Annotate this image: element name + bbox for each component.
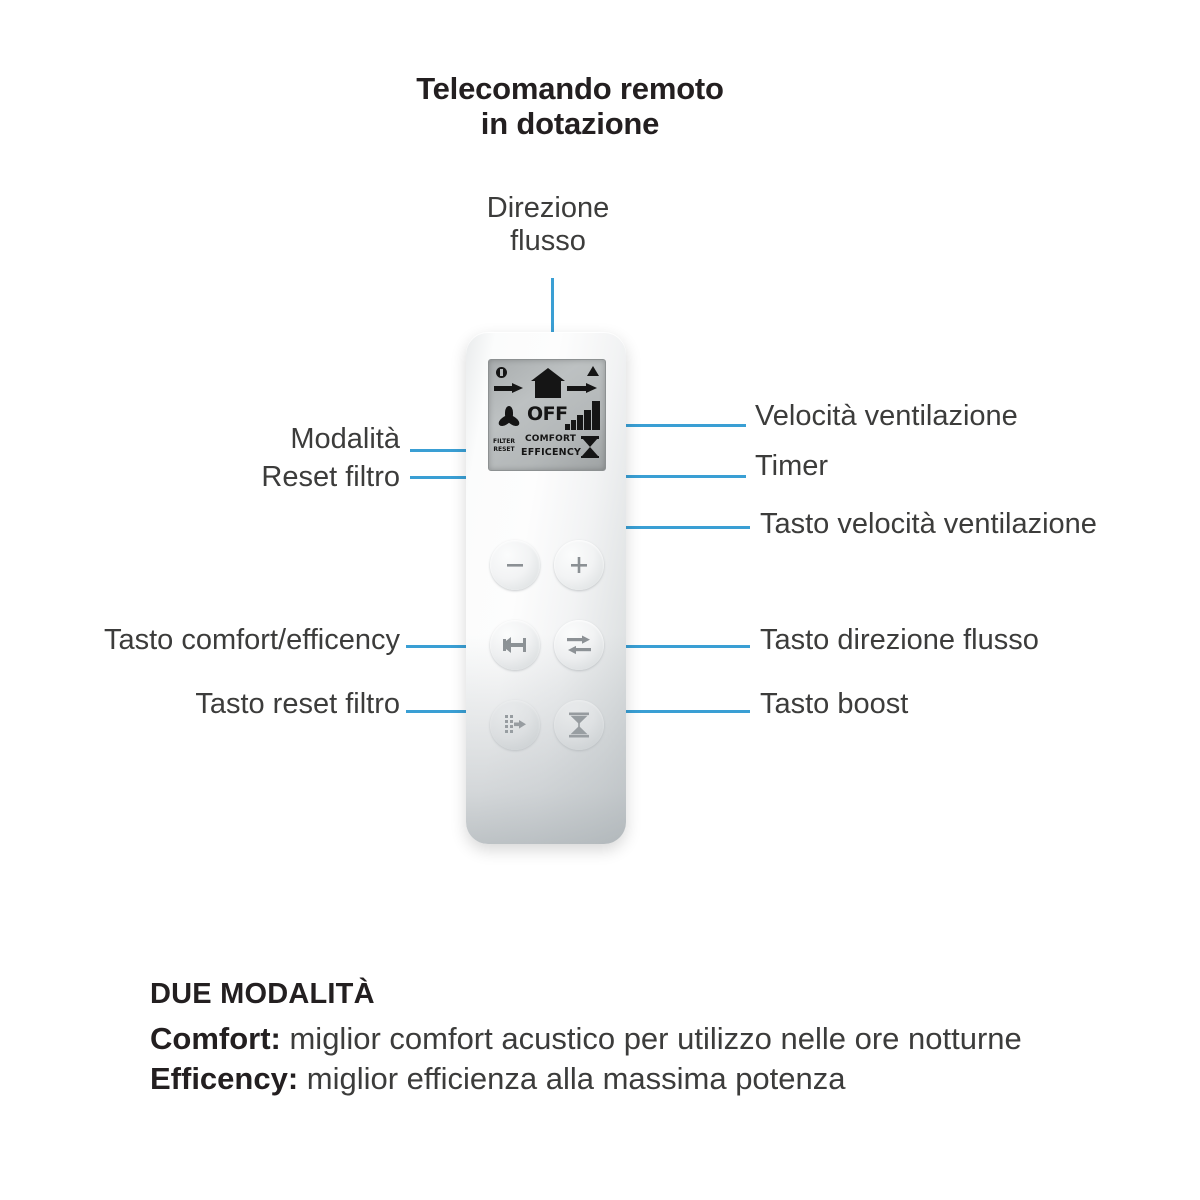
comfort-efficency-icon: [490, 620, 540, 670]
modes-description-block: DUE MODALITÀ Comfort: miglior comfort ac…: [150, 978, 1150, 1098]
callout-label-direzione-flusso: Direzione flusso: [486, 192, 610, 258]
fan-speed-bars-icon: [565, 401, 601, 430]
callout-label-tasto-boost: Tasto boost: [760, 688, 909, 720]
plus-button[interactable]: [554, 540, 604, 590]
comfort-efficency-button[interactable]: [490, 620, 540, 670]
mode-line-comfort: Comfort: miglior comfort acustico per ut…: [150, 1019, 1150, 1059]
connector-tasto-boost: [601, 710, 750, 713]
hourglass-icon: [554, 700, 604, 750]
fan-icon: [495, 404, 523, 430]
lcd-off-text: OFF: [527, 403, 568, 425]
mode-separator-comfort: :: [270, 1021, 290, 1056]
hourglass-icon: [581, 436, 599, 458]
connector-direzione-flusso: [551, 278, 554, 374]
connector-reset-filtro: [410, 476, 515, 479]
minus-icon: [490, 540, 540, 590]
callout-label-velocita-ventilazione: Velocità ventilazione: [755, 400, 1018, 432]
lcd-comfort-text: COMFORT: [525, 434, 577, 444]
callout-label-tasto-reset-filtro: Tasto reset filtro: [195, 688, 400, 720]
callout-label-reset-filtro: Reset filtro: [261, 461, 400, 493]
remote-lcd-display: OFF COMFORT EFFICENCY FILTER RESET: [488, 359, 606, 471]
mode-line-efficency: Efficency: miglior efficienza alla massi…: [150, 1059, 1150, 1099]
clock-dot-icon: [496, 367, 507, 378]
connector-tasto-direzione-flusso: [594, 645, 750, 648]
callout-label-modalita: Modalità: [290, 423, 400, 455]
modes-heading: DUE MODALITÀ: [150, 978, 375, 1010]
two-way-arrows-icon: [554, 620, 604, 670]
callout-label-tasto-velocita-ventilazione: Tasto velocità ventilazione: [760, 508, 1097, 540]
lcd-filter-reset-text: FILTER RESET: [493, 438, 515, 453]
connector-timer: [609, 475, 746, 478]
filter-reset-icon: [490, 700, 540, 750]
mode-separator-efficency: :: [287, 1060, 307, 1096]
lcd-efficency-text: EFFICENCY: [521, 447, 582, 458]
connector-tasto-comfort-efficency: [406, 645, 516, 648]
remote-control-device: OFF COMFORT EFFICENCY FILTER RESET: [466, 332, 626, 844]
callout-label-tasto-comfort-efficency: Tasto comfort/efficency: [103, 624, 400, 656]
arrow-right-exhaust-icon: [567, 383, 599, 393]
mode-description-efficency: miglior efficienza alla massima potenza: [306, 1060, 846, 1096]
flow-direction-button[interactable]: [554, 620, 604, 670]
minus-button[interactable]: [490, 540, 540, 590]
connector-velocita-ventilazione: [594, 424, 746, 427]
callout-label-tasto-direzione-flusso: Tasto direzione flusso: [760, 624, 1039, 656]
callout-label-timer: Timer: [755, 450, 829, 482]
mode-name-efficency: Efficency: [150, 1060, 288, 1096]
plus-icon: [554, 540, 604, 590]
mode-name-comfort: Comfort: [150, 1021, 271, 1056]
page-title: Telecomando remoto in dotazione: [416, 71, 724, 141]
connector-tasto-reset-filtro: [406, 710, 516, 713]
connector-tasto-velocita-ventilazione-horizontal: [516, 526, 750, 529]
arrow-right-intake-icon: [494, 383, 524, 393]
house-icon: [531, 368, 565, 398]
triangle-up-icon: [587, 366, 599, 376]
mode-description-comfort: miglior comfort acustico per utilizzo ne…: [289, 1021, 1022, 1056]
boost-button[interactable]: [554, 700, 604, 750]
filter-reset-button[interactable]: [490, 700, 540, 750]
